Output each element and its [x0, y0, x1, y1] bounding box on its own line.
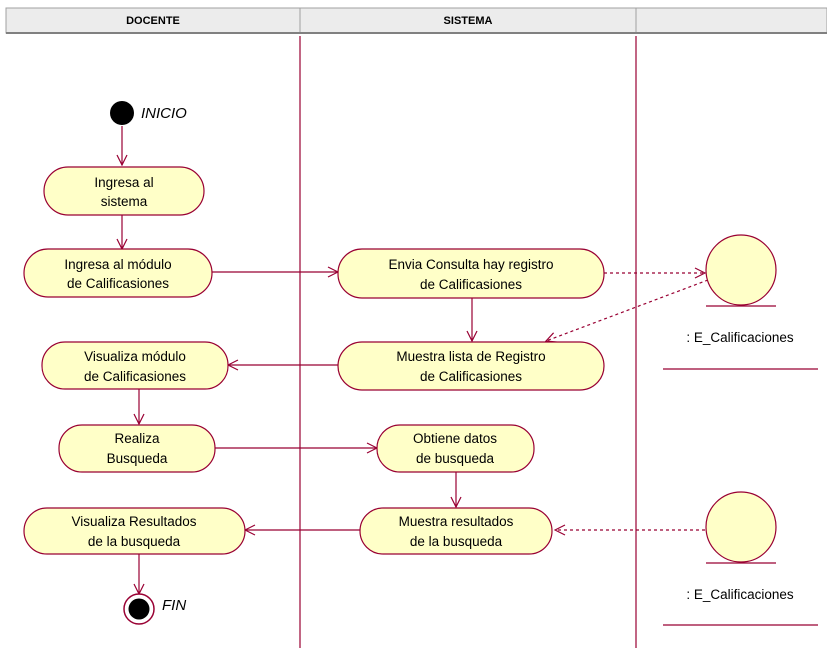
- activity-muestra-lista[interactable]: Muestra lista de Registro de Calificasio…: [337, 341, 605, 391]
- activity-text-line: Muestra resultados: [399, 514, 514, 529]
- activity-text-line: de busqueda: [416, 451, 495, 466]
- entity-label-2: : E_Calificaciones: [686, 587, 794, 602]
- start-label: INICIO: [141, 105, 187, 122]
- activity-text-line: Muestra lista de Registro: [396, 349, 545, 364]
- activity-text-line: de Calificasiones: [84, 369, 186, 384]
- activity-text-line: Ingresa al módulo: [64, 257, 171, 272]
- activity-visualiza-modulo[interactable]: Visualiza módulo de Calificasiones: [41, 341, 229, 390]
- activity-text-line: sistema: [101, 194, 148, 209]
- entity-icon-1[interactable]: [705, 234, 777, 307]
- lane-title-docente: DOCENTE: [126, 15, 180, 27]
- activity-text-line: Ingresa al: [94, 175, 153, 190]
- activity-visualiza-resultados[interactable]: Visualiza Resultados de la busqueda: [23, 507, 246, 555]
- activity-text-line: de Calificasiones: [67, 276, 169, 291]
- activity-realiza-busqueda[interactable]: Realiza Busqueda: [58, 424, 216, 473]
- lane-header-entidad[interactable]: [635, 7, 827, 34]
- lane-header-sistema[interactable]: [299, 7, 637, 34]
- activity-text-line: Visualiza Resultados: [71, 514, 196, 529]
- lane-header-docente[interactable]: [5, 7, 301, 34]
- activity-text-line: de la busqueda: [88, 534, 181, 549]
- activity-ingresa-modulo[interactable]: Ingresa al módulo de Calificasiones: [23, 248, 213, 298]
- activity-text-line: de la busqueda: [410, 534, 503, 549]
- activity-obtiene-datos[interactable]: Obtiene datos de busqueda: [376, 424, 535, 473]
- lane-title-sistema: SISTEMA: [444, 15, 493, 27]
- activity-envia-consulta[interactable]: Envia Consulta hay registro de Calificas…: [337, 248, 605, 299]
- start-node[interactable]: [110, 101, 134, 125]
- activity-text-line: Obtiene datos: [413, 431, 497, 446]
- activity-text-line: Envia Consulta hay registro: [388, 257, 553, 272]
- swimlane-header: DOCENTE SISTEMA: [0, 0, 827, 36]
- activity-muestra-resultados[interactable]: Muestra resultados de la busqueda: [359, 507, 553, 555]
- activity-text-line: Visualiza módulo: [84, 349, 186, 364]
- end-label: FIN: [162, 597, 186, 614]
- end-node[interactable]: [123, 593, 155, 625]
- entity-icon-2[interactable]: [705, 491, 777, 564]
- activity-text-line: Busqueda: [107, 451, 168, 466]
- entity-label-1: : E_Calificaciones: [686, 330, 794, 345]
- dataflow-entity-to-lista: [546, 279, 709, 341]
- activity-text-line: de Calificasiones: [420, 277, 522, 292]
- activity-ingresa-sistema[interactable]: Ingresa al sistema: [43, 166, 205, 216]
- control-flows: [122, 126, 472, 594]
- object-flows: [546, 273, 709, 530]
- activity-text-line: Realiza: [114, 431, 160, 446]
- activity-text-line: de Calificasiones: [420, 369, 522, 384]
